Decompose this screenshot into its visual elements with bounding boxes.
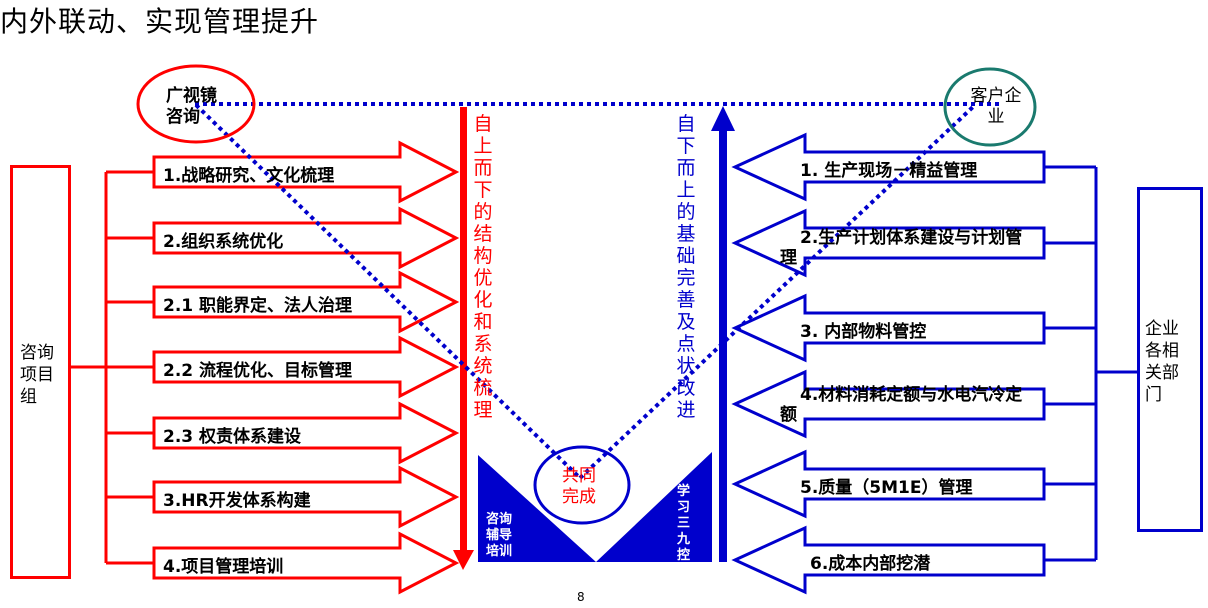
left-circle-label: 广视镜咨询 [166, 86, 217, 127]
left-arrows [152, 140, 460, 595]
right-item-2: 2.生产计划体系建设与计划管理 [780, 228, 1023, 268]
center-circle-shape [533, 445, 631, 525]
right-arrow-1 [731, 132, 1046, 202]
left-arrow-7 [152, 531, 460, 595]
right-arrow-4 [731, 369, 1046, 439]
right-circle-shape [943, 67, 1037, 147]
dotted-v-left [194, 103, 582, 480]
left-item-3: 2.1 职能界定、法人治理 [163, 296, 353, 316]
page-number: 8 [577, 590, 585, 604]
left-arrow-4 [152, 335, 460, 399]
right-circle-label: 客户企业 [970, 86, 1022, 127]
enterprise-departments-label: 企业各相关部门 [1145, 319, 1179, 405]
consulting-team-label: 咨询项目组 [20, 343, 54, 407]
right-arrow-3 [731, 293, 1046, 363]
center-circle-label: 共同完成 [562, 466, 596, 507]
left-item-4: 2.2 流程优化、目标管理 [163, 361, 353, 381]
right-arrow-6 [731, 525, 1046, 595]
page-title: 内外联动、实现管理提升 [0, 5, 320, 38]
dotted-v-right [578, 103, 977, 480]
right-item-4: 4.材料消耗定额与水电汽冷定额 [780, 385, 1023, 425]
bottom-up-text: 自下而上的基础完善及点状改进 [676, 113, 696, 421]
left-item-2: 2.组织系统优化 [163, 232, 284, 252]
right-item-5: 5.质量（5M1E）管理 [800, 478, 973, 498]
left-item-5: 2.3 权责体系建设 [163, 427, 302, 447]
right-arrow-5 [731, 449, 1046, 519]
left-item-1: 1.战略研究、文化梳理 [163, 166, 335, 186]
valley-shape [478, 452, 712, 562]
right-item-1: 1. 生产现场－精益管理 [800, 161, 978, 181]
left-arrow-5 [152, 401, 460, 465]
left-item-6: 3.HR开发体系构建 [163, 491, 311, 511]
valley-left-text: 咨询辅导培训 [486, 512, 513, 559]
right-arrows [731, 132, 1046, 595]
right-item-3: 3. 内部物料管控 [800, 322, 927, 342]
enterprise-departments-box [1137, 187, 1203, 532]
left-arrow-3 [152, 270, 460, 334]
valley-right-text: 学习三九控 [677, 484, 691, 563]
consulting-team-box [10, 165, 71, 579]
right-item-6: 6.成本内部挖潜 [810, 554, 931, 574]
left-arrow-1 [152, 140, 460, 204]
right-connectors [1044, 165, 1137, 562]
left-circle-shape [136, 64, 256, 144]
right-arrow-2 [731, 208, 1046, 278]
left-item-7: 4.项目管理培训 [163, 557, 284, 577]
top-down-text: 自上而下的结构优化和系统梳理 [473, 113, 493, 421]
red-vertical-arrow [453, 107, 474, 570]
left-connectors [70, 170, 154, 565]
left-arrow-6 [152, 465, 460, 529]
blue-vertical-arrow [711, 106, 735, 562]
left-arrow-2 [152, 206, 460, 270]
